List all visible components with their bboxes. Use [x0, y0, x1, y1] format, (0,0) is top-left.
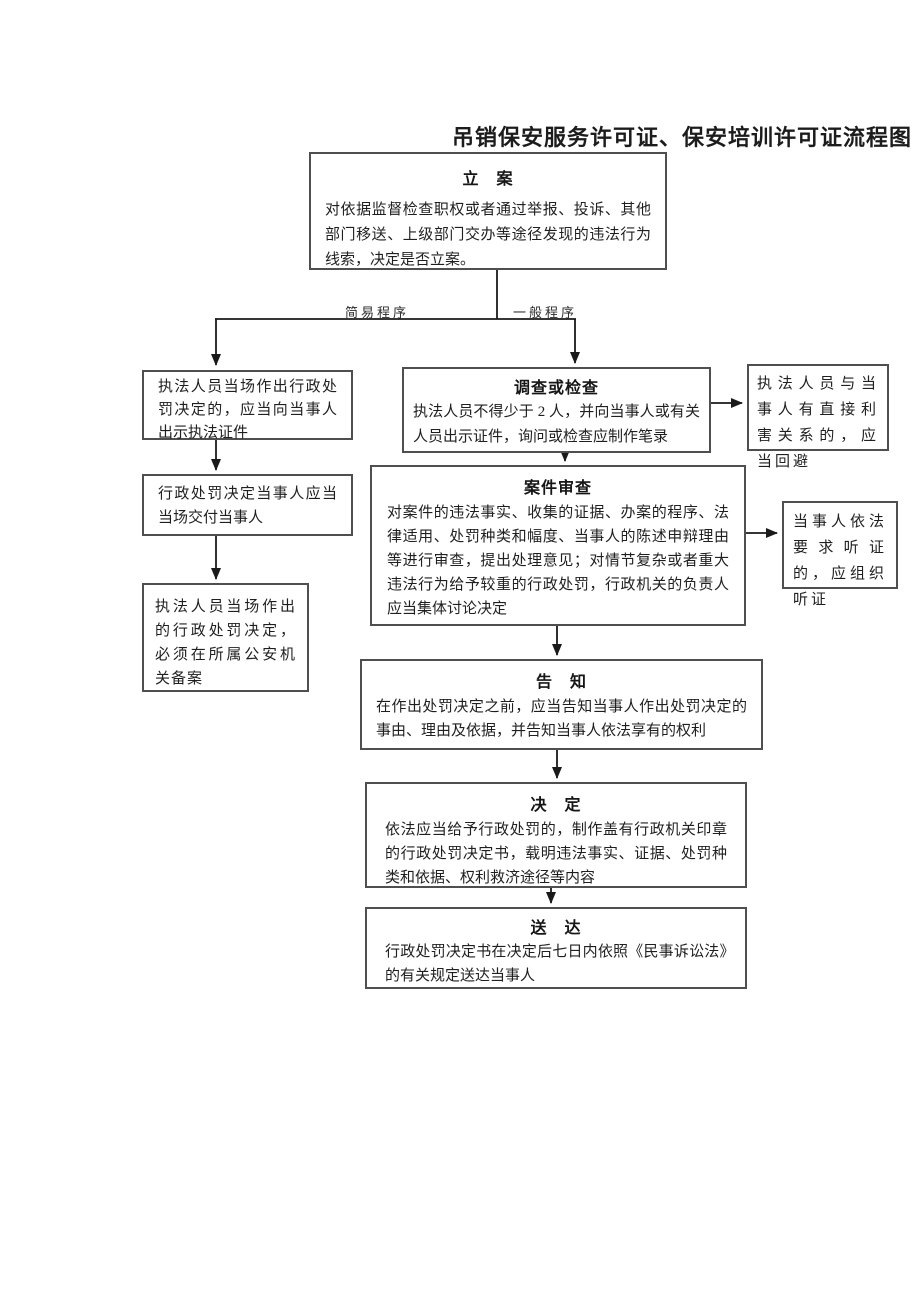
- node-case-filing-title: 立 案: [462, 171, 514, 188]
- branch-label-general-procedure: 一般程序: [513, 305, 578, 320]
- node-service-delivery-title: 送 达: [530, 920, 582, 937]
- node-service-delivery-body: 行政处罚决定书在决定后七日内依照《民事诉讼法》的有关规定送达当事人: [385, 944, 727, 984]
- node-onsite-filing-record-body: 执法人员当场作出的行政处罚决定，必须在所属公安机关备案: [155, 599, 296, 687]
- node-notification-body: 在作出处罚决定之前，应当告知当事人作出处罚决定的事由、理由及依据，并告知当事人依…: [376, 699, 747, 739]
- node-investigation-title: 调查或检查: [513, 380, 599, 397]
- page-title: 吊销保安服务许可证、保安培训许可证流程图: [452, 125, 913, 150]
- node-recusal: 执法人员与当事人有直接利害关系的，应当回避: [747, 364, 889, 470]
- node-onsite-filing-record: 执法人员当场作出的行政处罚决定，必须在所属公安机关备案: [142, 583, 309, 692]
- node-onsite-decision-body: 执法人员当场作出行政处罚决定的，应当向当事人出示执法证件: [158, 379, 337, 441]
- node-onsite-delivery: 行政处罚决定当事人应当当场交付当事人: [142, 474, 353, 536]
- node-investigation: 调查或检查 执法人员不得少于 2 人，并向当事人或有关人员出示证件，询问或检查应…: [402, 367, 711, 453]
- node-recusal-body: 执法人员与当事人有直接利害关系的，应当回避: [757, 376, 879, 470]
- node-case-review-title: 案件审查: [523, 480, 592, 497]
- node-decision-title: 决 定: [530, 797, 582, 814]
- node-decision: 决 定 依法应当给予行政处罚的，制作盖有行政机关印章的行政处罚决定书，载明违法事…: [365, 782, 747, 888]
- node-case-filing-body: 对依据监督检查职权或者通过举报、投诉、其他部门移送、上级部门交办等途径发现的违法…: [325, 202, 651, 268]
- node-hearing: 当事人依法要求听证的，应组织听证: [782, 501, 898, 608]
- node-onsite-delivery-body: 行政处罚决定当事人应当当场交付当事人: [158, 486, 337, 526]
- node-investigation-body: 执法人员不得少于 2 人，并向当事人或有关人员出示证件，询问或检查应制作笔录: [413, 404, 700, 445]
- node-case-review-body: 对案件的违法事实、收集的证据、办案的程序、法律适用、处罚种类和幅度、当事人的陈述…: [387, 505, 729, 617]
- node-notification: 告 知 在作出处罚决定之前，应当告知当事人作出处罚决定的事由、理由及依据，并告知…: [360, 659, 763, 750]
- branch-label-simple-procedure: 简易程序: [345, 305, 410, 320]
- node-decision-body: 依法应当给予行政处罚的，制作盖有行政机关印章的行政处罚决定书，载明违法事实、证据…: [385, 822, 727, 886]
- node-hearing-body: 当事人依法要求听证的，应组织听证: [793, 514, 887, 608]
- node-service-delivery: 送 达 行政处罚决定书在决定后七日内依照《民事诉讼法》的有关规定送达当事人: [365, 907, 747, 989]
- node-onsite-decision: 执法人员当场作出行政处罚决定的，应当向当事人出示执法证件: [142, 370, 353, 441]
- node-case-filing: 立 案 对依据监督检查职权或者通过举报、投诉、其他部门移送、上级部门交办等途径发…: [309, 152, 667, 270]
- node-notification-title: 告 知: [535, 674, 587, 691]
- node-case-review: 案件审查 对案件的违法事实、收集的证据、办案的程序、法律适用、处罚种类和幅度、当…: [370, 465, 746, 626]
